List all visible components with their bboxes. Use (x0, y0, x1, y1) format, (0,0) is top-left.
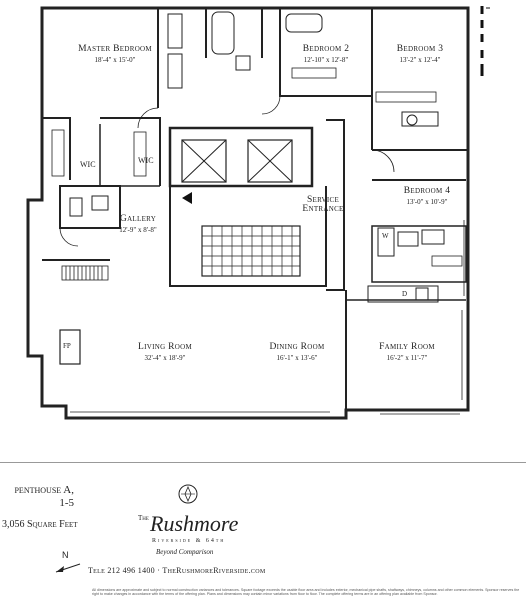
disclaimer: All dimensions are approximate and subje… (92, 588, 520, 597)
brand-tagline: Beyond Comparison (156, 548, 214, 556)
room-family-room: Family Room 16'-2" x 11'-7" (372, 342, 442, 364)
north-arrow: N (54, 550, 84, 574)
room-name-line-1: Service (306, 195, 340, 205)
unit-info: penthouse A, 1-5 3,056 Square Feet (2, 484, 78, 531)
rushmore-crest-icon (178, 484, 198, 504)
contact-info: Tele 212 496 1400 · TheRushmoreRiverside… (88, 566, 266, 575)
unit-floors: 1-5 (59, 497, 74, 509)
room-name: Dining Room (269, 342, 325, 352)
room-name-line-2: Entrance (302, 204, 344, 214)
fireplace-label: FP (63, 342, 71, 350)
room-name: Master Bedroom (78, 44, 152, 54)
wic-label: WIC (80, 160, 96, 169)
room-dimensions: 18'-4" x 15'-0" (94, 56, 136, 64)
north-label: N (62, 550, 69, 560)
room-dimensions: 16'-1" x 13'-6" (276, 354, 318, 362)
room-dimensions: 13'-0" x 10'-9" (406, 198, 448, 206)
room-dimensions: 13'-2" x 12'-4" (399, 56, 441, 64)
north-arrow-icon (55, 563, 81, 573)
dishwasher-label: D (402, 290, 408, 298)
room-dining-room: Dining Room 16'-1" x 13'-6" (262, 342, 332, 364)
room-dimensions: 16'-2" x 11'-7" (386, 354, 428, 362)
unit-area: 3,056 Square Feet (2, 519, 78, 530)
floor-plan (26, 6, 470, 420)
room-name: Gallery (119, 214, 157, 224)
brand-the: The (138, 514, 149, 522)
room-name: Bedroom 2 (302, 44, 350, 54)
room-service-entrance: Service Entrance (294, 195, 352, 214)
room-name: Family Room (379, 342, 435, 352)
room-name: Living Room (138, 342, 192, 352)
room-dimensions: 32'-4" x 18'-9" (144, 354, 186, 362)
unit-name: penthouse A, (14, 484, 74, 496)
washer-label: W (382, 232, 389, 240)
room-bedroom-2: Bedroom 2 12'-10" x 12'-8" (290, 44, 362, 66)
room-bedroom-4: Bedroom 4 13'-0" x 10'-9" (392, 186, 462, 208)
room-name: Bedroom 4 (403, 186, 451, 196)
room-dimensions: 12'-9" x 8'-8" (119, 226, 157, 234)
room-master-bedroom: Master Bedroom 18'-4" x 15'-0" (70, 44, 160, 66)
room-bedroom-3: Bedroom 3 13'-2" x 12'-4" (384, 44, 456, 66)
divider (0, 462, 526, 463)
room-living-room: Living Room 32'-4" x 18'-9" (130, 342, 200, 364)
wic-label: WIC (138, 156, 154, 165)
scale-bar-icon (480, 6, 490, 76)
entry-arrow-icon (182, 192, 192, 204)
room-dimensions: 12'-10" x 12'-8" (303, 56, 349, 64)
brand-name: Rushmore (150, 511, 239, 536)
room-name: Bedroom 3 (396, 44, 444, 54)
room-gallery: Gallery 12'-9" x 8'-8" (110, 214, 166, 236)
brand-address: Riverside & 64th (152, 538, 226, 544)
